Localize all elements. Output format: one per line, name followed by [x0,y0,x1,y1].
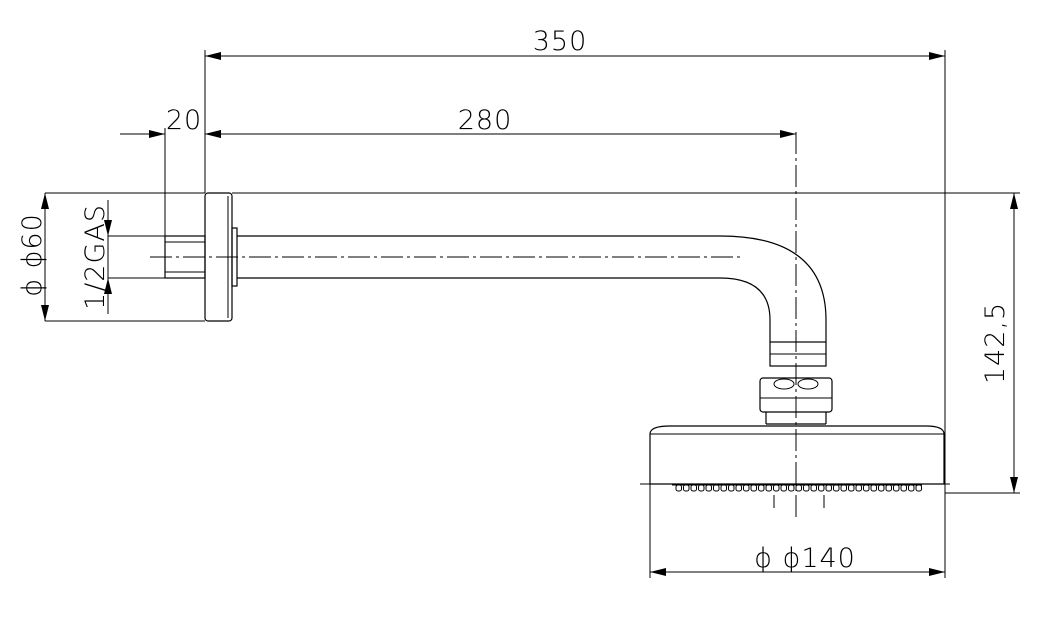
nozzle [788,484,795,492]
nozzle [720,484,727,492]
dim-140-arrow-left [650,568,666,576]
nozzle [915,484,922,492]
nozzle [728,484,735,492]
dim-drop-height: 142,5 [980,302,1011,384]
dim-overall-length: 350 [533,26,588,57]
nozzle [870,484,877,492]
nozzle [855,484,862,492]
drawing-geometry [150,132,950,520]
dim-thread: 1/2GAS [80,204,111,310]
dim-wall-flange-diameter: ϕ ϕ60 [17,213,48,297]
dim-thread-arrow-top [104,220,112,236]
nozzle [780,484,787,492]
nozzle [863,484,870,492]
nozzle [690,484,697,492]
nozzle [675,484,682,492]
nozzle [908,484,915,492]
dim-142-arrow-top [1010,193,1018,209]
nozzle [900,484,907,492]
nozzle [758,484,765,492]
dim-wall-offset: 20 [166,105,202,136]
nozzle [893,484,900,492]
nozzle [878,484,885,492]
dim-350-arrow-left [205,52,221,60]
nozzle [833,484,840,492]
dim-142-arrow-bottom [1010,477,1018,493]
dim-140-arrow-right [929,568,945,576]
dim-thread-arrow-bottom [104,278,112,294]
dim-280-arrow-right [780,130,796,138]
dimension-lines [41,50,1020,578]
shower-arm-outer [237,235,827,342]
nozzle [818,484,825,492]
ball-joint-slot-right [797,378,819,390]
nozzle [848,484,855,492]
nozzle [773,484,780,492]
nozzle [885,484,892,492]
dim-280-arrow-left [205,130,221,138]
nozzle [683,484,690,492]
ball-joint-slot-left [773,378,795,390]
dim-head-diameter: ϕ ϕ140 [754,543,856,574]
nozzle [698,484,705,492]
nozzle [705,484,712,492]
dim-arm-reach: 280 [458,105,513,136]
nozzle-row [675,484,922,492]
dim-20-arrow-left [149,130,165,138]
nozzle [803,484,810,492]
nozzle [750,484,757,492]
nozzle [840,484,847,492]
nozzle [713,484,720,492]
dim-350-arrow-right [929,52,945,60]
nozzle [810,484,817,492]
shower-arm-inner [237,277,771,342]
dim-60-arrow-top [41,193,49,209]
nozzle [795,484,802,492]
nozzle [825,484,832,492]
nozzle [735,484,742,492]
dim-60-arrow-bottom [41,305,49,321]
nozzle [743,484,750,492]
shower-head-body [649,425,945,485]
nozzle [765,484,772,492]
